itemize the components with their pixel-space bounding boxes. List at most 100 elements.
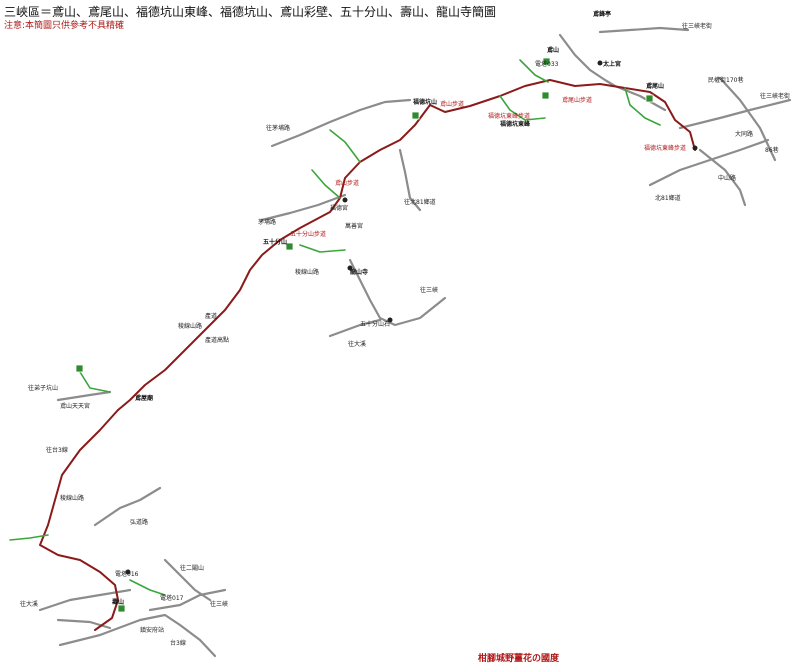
label-poi-7: 龍山寺 [350,268,368,276]
side-trail-8 [9,534,49,541]
side-trails [9,59,661,596]
road-sw-1 [56,618,112,630]
label-road-23: 產道高點 [205,336,229,344]
label-road-6: 往三峽老街 [760,92,790,100]
label-peak-3: 福德坑山 [412,98,437,106]
side-trail-6 [299,244,346,253]
label-poi-10: 鳶山天天宮 [60,402,90,410]
label-road-4: 往三峽老街 [682,22,712,30]
side-trail-7 [79,371,111,393]
peak-marker-yingshan-north [542,57,551,66]
label-poi-1: 鳶鋒亭 [592,10,611,18]
road-city-3 [698,148,747,207]
label-road-5: 民權街170巷 [708,76,743,84]
peak-marker-fudekeng [411,111,420,120]
label-poi-3: 電塔033 [535,60,559,68]
road-maoputo [270,98,412,148]
point-marker-5 [692,145,698,151]
side-trail-9 [129,579,166,596]
road-sanxia [148,588,227,612]
label-trail-1: 鳶山步道 [440,100,464,108]
point-marker-3 [347,265,353,271]
road-north-81 [398,148,422,212]
label-trail-2: 福德坑東峰步道 [488,112,530,120]
road-west [56,390,112,402]
label-road-20: 鎮安府站 [140,626,164,634]
label-road-24: 稜線山路 [178,322,202,330]
label-road-16: 弘道路 [130,518,148,526]
label-road-8: 86巷 [765,146,779,154]
label-trail-4: 鳶山步道 [335,179,359,187]
label-road-22: 產道 [205,312,217,320]
label-road-26: 稜線山路 [295,268,319,276]
peak-marker-yingweishan [645,94,654,103]
label-road-2: 往茅埔路 [266,124,290,132]
road-wushifen [348,258,447,327]
trail-main-north [429,79,696,151]
road-city-4 [718,76,777,162]
label-road-3: 往北81鄉道 [404,198,436,206]
label-poi-8: 萬善宮 [345,222,363,230]
label-poi-6: 電塔017 [160,594,184,602]
road-network [38,26,792,658]
label-road-19: 往二鬮山 [180,564,204,572]
road-south [58,613,217,658]
label-trail-3: 五十分山步道 [290,230,326,238]
map-credit: 柑腳城野薑花の國度 [478,654,560,664]
map-labels: 鳶山 鳶尾山 福德坑山 福德坑東峰 五十分山 壽山 鳶山步道 福德坑東峰步道 五… [20,10,790,647]
point-marker-1 [597,60,603,66]
map-title: 三峽區＝鳶山、鳶尾山、福德坑山東峰、福德坑山、鳶山彩壁、五十分山、壽山、龍山寺簡… [4,5,497,19]
peak-marker-fudekeng-east [541,91,550,100]
disclaimer-note: 注意:本簡圖只供參考不具精確 [4,21,125,31]
side-trail-3 [624,87,661,126]
road-city-1 [648,138,770,187]
road-hongdao [93,486,162,527]
label-road-17: 往大溪 [20,600,38,608]
peak-marker-wushifen [285,242,294,251]
label-road-14: 往弟子坑山 [28,384,58,392]
side-trail-5 [329,129,361,163]
label-trail-5: 福德坑東峰步道 [644,144,686,152]
trail-main-mid [117,104,431,411]
point-marker-2 [342,197,348,203]
side-trail-1 [519,59,549,83]
label-road-11: 往三峽 [420,286,438,294]
main-trail [39,79,696,631]
point-markers [125,60,698,575]
label-road-12: 往大溪 [348,340,366,348]
label-poi-2: 太上宮 [602,60,621,68]
peak-marker-south [117,604,126,613]
side-trail-4 [311,169,341,199]
label-road-10: 北81鄉道 [655,194,681,202]
label-road-15: 往台3線 [46,446,68,454]
road-wushifen-2 [328,318,382,338]
point-marker-4 [125,569,131,575]
label-road-21: 台3線 [170,639,186,647]
point-marker-6 [387,317,393,323]
side-trail-2 [499,95,546,121]
road-south-2 [163,558,212,602]
label-poi-4: 鳶屋廟 [134,394,153,402]
label-road-7: 大同路 [735,130,753,138]
peak-marker-shoushan [75,364,84,373]
label-road-9: 中山路 [718,174,736,182]
label-peak-5: 五十分山 [263,238,287,246]
road-ridge-east [558,33,667,112]
label-road-25: 稜線山路 [60,494,84,502]
label-poi-9: 福德宮 [330,204,348,212]
road-maopu-2 [260,193,347,222]
label-peak-4: 福德坑東峰 [499,120,531,128]
road-city-2 [678,98,792,130]
road-daxi [38,588,132,612]
label-trail-6: 鳶尾山步道 [562,96,592,104]
label-peak-2: 鳶尾山 [645,82,664,90]
label-poi-5: 電塔016 [115,570,139,578]
label-peak-1: 鳶山 [546,46,559,54]
label-road-1: 茅埔路 [258,218,276,226]
label-road-18: 往三峽 [210,600,228,608]
label-peak-6: 壽山 [112,598,124,606]
label-road-13: 五十分山石 [360,320,390,328]
road-ne [598,26,690,34]
trail-main-south [39,409,119,631]
